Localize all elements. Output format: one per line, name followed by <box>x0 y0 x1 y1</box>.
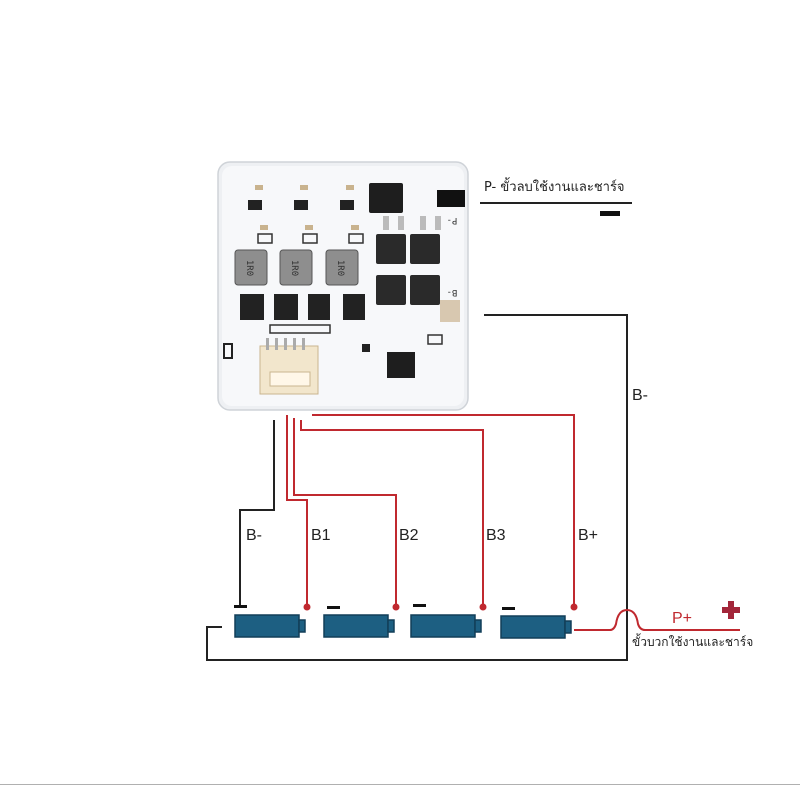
terminal-dot <box>570 603 578 611</box>
p-minus-label: P- ขั้วลบใช้งานและชาร์จ <box>484 177 625 195</box>
small-ics <box>248 185 364 244</box>
small-transistor <box>362 344 370 352</box>
minus-marker <box>502 607 515 610</box>
b-minus-main-wire <box>206 314 628 661</box>
terminal-dot <box>303 603 311 611</box>
pcb-label-b-minus: B- <box>447 287 458 297</box>
power-inductor <box>369 183 403 213</box>
mosfets <box>376 216 441 305</box>
test-pad <box>223 343 233 359</box>
wire-b-minus <box>239 420 275 605</box>
balance-connector <box>259 338 319 395</box>
inductor-marking: 1R0 <box>244 260 254 276</box>
battery-cell <box>323 614 395 638</box>
terminal-dot <box>479 603 487 611</box>
minus-marker <box>327 606 340 609</box>
inductor-marking: 1R0 <box>335 260 345 276</box>
wire-b3 <box>300 420 484 605</box>
transistors <box>240 294 365 334</box>
minus-marker <box>413 604 426 607</box>
resistor <box>427 334 443 345</box>
inductor-marking: 1R0 <box>289 260 299 276</box>
inductors: 1R0 1R0 1R0 <box>234 249 359 286</box>
wire-b1 <box>286 415 308 605</box>
p-plus-label: P+ <box>672 610 692 627</box>
terminal-dot <box>392 603 400 611</box>
label-b3: B3 <box>486 527 506 544</box>
bottom-divider <box>0 784 800 785</box>
pcb-label-p-minus: P- <box>447 215 458 225</box>
p-plus-wire <box>574 608 740 631</box>
b-minus-pad <box>440 300 460 322</box>
label-b1: B1 <box>311 527 331 544</box>
battery-cell <box>410 614 482 638</box>
b-minus-right-label: B- <box>632 387 648 404</box>
wire-b2 <box>293 418 397 605</box>
p-minus-pad <box>437 190 465 207</box>
minus-marker <box>234 605 247 608</box>
wire-b-plus <box>312 414 575 605</box>
battery-cell <box>500 615 572 639</box>
controller-ic <box>387 352 415 378</box>
label-b-minus: B- <box>246 527 262 544</box>
label-b-plus: B+ <box>578 527 598 544</box>
battery-cell <box>234 614 306 638</box>
plus-icon <box>722 601 740 619</box>
p-plus-desc: ขั้วบวกใช้งานและชาร์จ <box>632 633 753 649</box>
label-b2: B2 <box>399 527 419 544</box>
minus-icon <box>600 211 620 216</box>
bms-board: P- 1R0 1R0 1R0 B- <box>217 161 469 411</box>
